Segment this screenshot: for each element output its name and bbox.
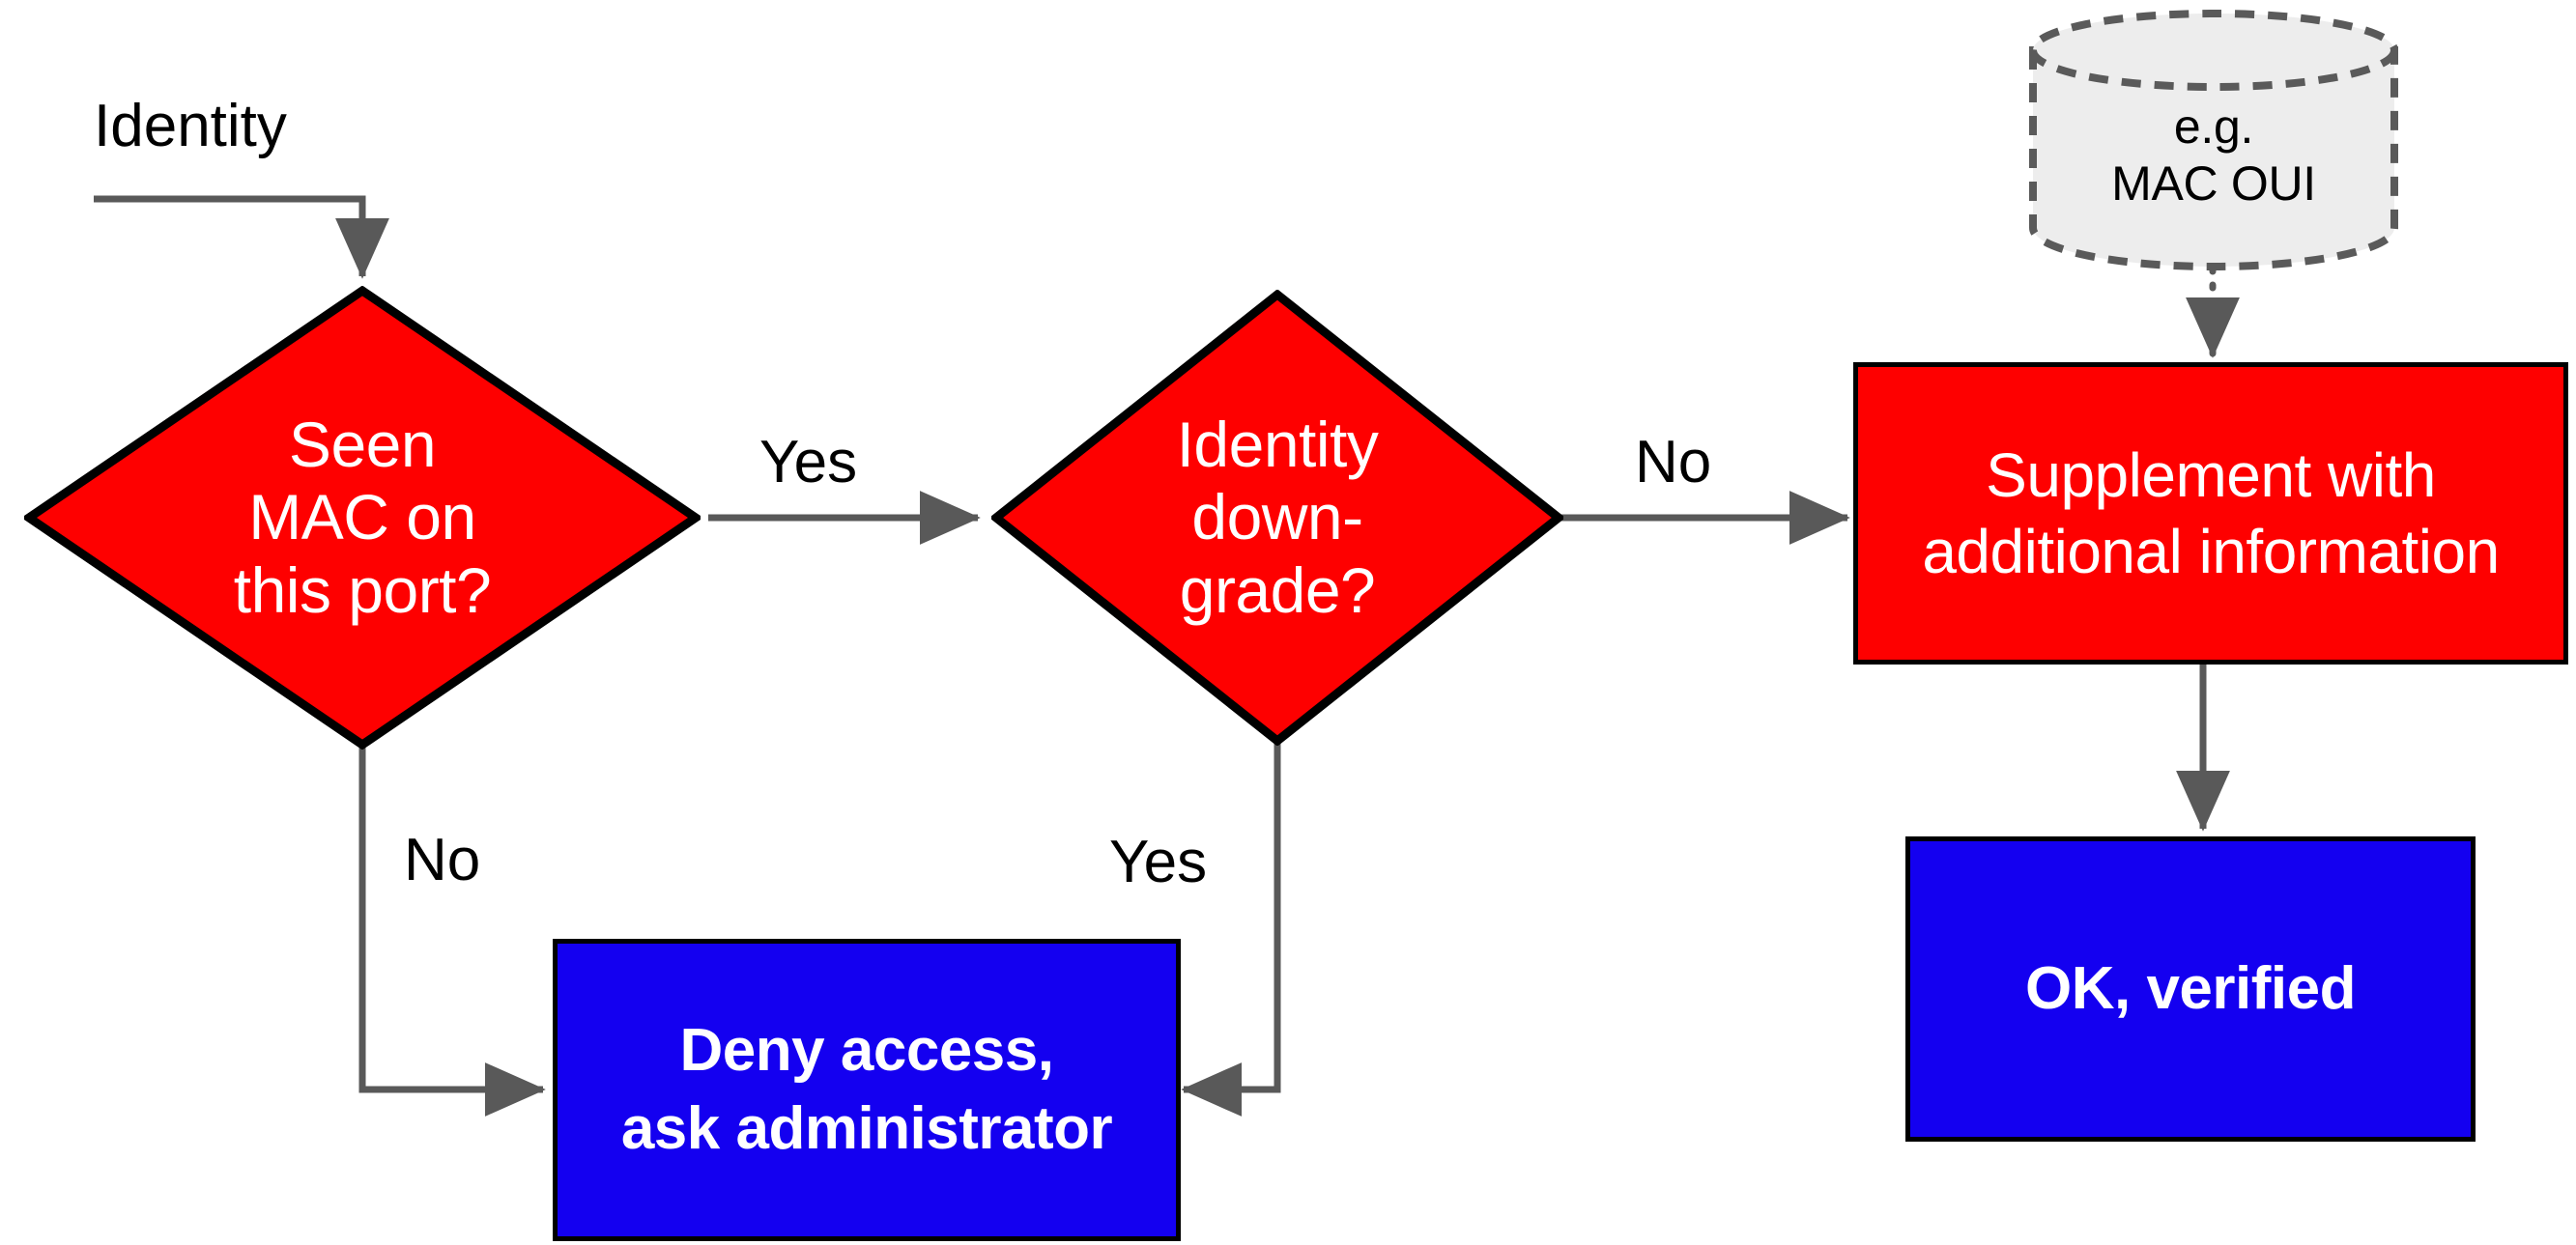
diamond-shape <box>24 286 701 750</box>
edge-identity-to-seen-mac <box>94 195 389 279</box>
decision-identity-downgrade[interactable]: Identity down- grade? <box>991 290 1563 746</box>
terminal-deny-access[interactable]: Deny access, ask administrator <box>553 939 1181 1241</box>
decision-identity-downgrade-label: Identity down- grade? <box>1176 409 1379 626</box>
terminal-ok-verified[interactable]: OK, verified <box>1905 836 2476 1142</box>
datastore-mac-oui-label: e.g. MAC OUI <box>2111 99 2316 211</box>
edge-label-downgrade-yes: Yes <box>1109 829 1208 895</box>
edge-seen-mac-no-to-deny <box>358 746 546 1117</box>
cylinder-shape <box>2029 10 2398 270</box>
process-supplement-information[interactable]: Supplement with additional information <box>1853 362 2568 665</box>
datastore-mac-oui[interactable]: e.g. MAC OUI <box>2025 8 2402 270</box>
entry-identity-label: Identity <box>94 93 287 159</box>
decision-seen-mac-label: Seen MAC on this port? <box>233 409 492 626</box>
edge-downgrade-yes-to-deny <box>1181 742 1281 1117</box>
decision-seen-mac-on-port[interactable]: Seen MAC on this port? <box>24 286 701 750</box>
diamond-shape <box>991 290 1563 746</box>
edge-label-seen-mac-no: No <box>404 827 481 893</box>
edge-label-seen-mac-yes: Yes <box>759 429 858 495</box>
edge-label-downgrade-no: No <box>1635 429 1712 495</box>
